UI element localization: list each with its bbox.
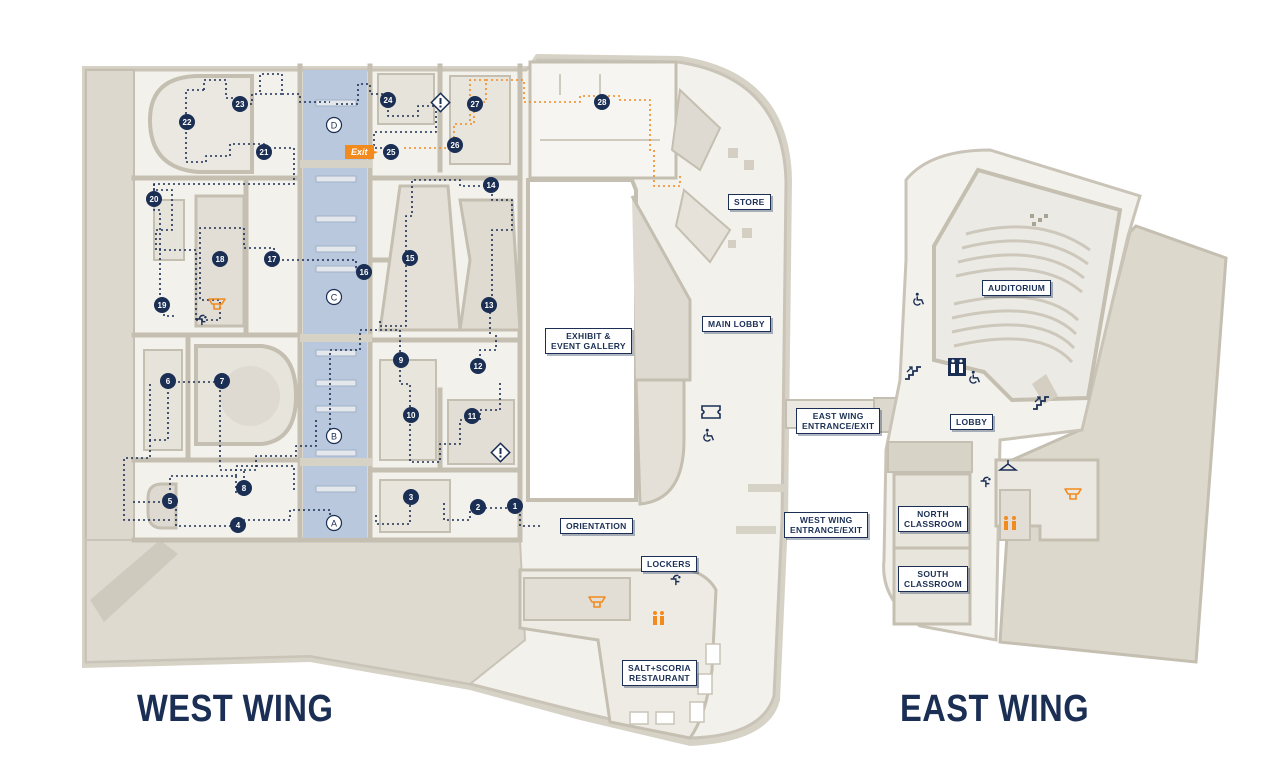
tour-stop[interactable]: 8 xyxy=(236,480,252,496)
svg-text:18: 18 xyxy=(216,255,225,264)
restaurant-label[interactable]: SALT+SCORIA RESTAURANT xyxy=(622,660,697,686)
auditorium-label[interactable]: AUDITORIUM xyxy=(982,280,1052,296)
svg-text:D: D xyxy=(331,121,338,131)
svg-text:8: 8 xyxy=(242,484,247,493)
east-wing-entrance-label[interactable]: EAST WING ENTRANCE/EXIT xyxy=(796,408,881,434)
tour-stop[interactable]: 21 xyxy=(256,144,272,160)
tour-stop[interactable]: 13 xyxy=(481,297,497,313)
tour-stop[interactable]: 4 xyxy=(230,517,246,533)
tour-stop[interactable]: 3 xyxy=(403,489,419,505)
svg-text:1: 1 xyxy=(513,502,518,511)
tour-stop[interactable]: 24 xyxy=(380,92,396,108)
svg-text:B: B xyxy=(331,432,337,442)
west-wing-entrance-label[interactable]: WEST WING ENTRANCE/EXIT xyxy=(784,512,869,538)
svg-text:C: C xyxy=(331,293,338,303)
family-restroom-icon xyxy=(653,516,1016,625)
tour-stop[interactable]: 6 xyxy=(160,373,176,389)
svg-text:22: 22 xyxy=(183,118,192,127)
tour-stop[interactable]: 2 xyxy=(470,499,486,515)
svg-text:27: 27 xyxy=(471,100,480,109)
west-wing-title: WEST WING xyxy=(137,688,334,730)
svg-text:28: 28 xyxy=(598,98,607,107)
svg-text:7: 7 xyxy=(220,377,225,386)
svg-text:9: 9 xyxy=(399,356,404,365)
tour-stop[interactable]: 14 xyxy=(483,177,499,193)
hazard-warning-icon xyxy=(490,442,511,463)
tour-stop[interactable]: 5 xyxy=(162,493,178,509)
exit-sign: Exit xyxy=(345,145,374,159)
tour-stop[interactable]: 18 xyxy=(212,251,228,267)
hazard-warning-icon xyxy=(430,92,451,113)
tour-stop[interactable]: 27 xyxy=(467,96,483,112)
svg-text:25: 25 xyxy=(387,148,396,157)
svg-text:11: 11 xyxy=(468,412,477,421)
orientation-label[interactable]: ORIENTATION xyxy=(560,518,633,534)
main-lobby-label[interactable]: MAIN LOBBY xyxy=(702,316,771,332)
south-classroom-label[interactable]: SOUTH CLASSROOM xyxy=(898,566,968,592)
tour-stop[interactable]: 28 xyxy=(594,94,610,110)
svg-text:6: 6 xyxy=(166,377,171,386)
svg-text:24: 24 xyxy=(384,96,393,105)
gallery-marker[interactable]: D xyxy=(325,116,343,134)
store-label[interactable]: STORE xyxy=(728,194,771,210)
tour-stop[interactable]: 12 xyxy=(470,358,486,374)
tour-stop[interactable]: 20 xyxy=(146,191,162,207)
restroom-icon xyxy=(948,358,966,376)
tour-stop[interactable]: 26 xyxy=(447,137,463,153)
gallery-marker[interactable]: A xyxy=(325,514,343,532)
svg-text:13: 13 xyxy=(485,301,494,310)
east-wing-title: EAST WING xyxy=(900,688,1090,730)
svg-text:16: 16 xyxy=(360,268,369,277)
svg-text:26: 26 xyxy=(451,141,460,150)
north-classroom-label[interactable]: NORTH CLASSROOM xyxy=(898,506,968,532)
svg-text:20: 20 xyxy=(150,195,159,204)
tour-stop[interactable]: 19 xyxy=(154,297,170,313)
lobby-label[interactable]: LOBBY xyxy=(950,414,994,430)
tour-stop[interactable]: 17 xyxy=(264,251,280,267)
gallery-marker[interactable]: C xyxy=(325,288,343,306)
tour-stop[interactable]: 22 xyxy=(179,114,195,130)
tour-stop[interactable]: 25 xyxy=(383,144,399,160)
tour-stop[interactable]: 15 xyxy=(402,250,418,266)
svg-text:19: 19 xyxy=(158,301,167,310)
tour-stop[interactable]: 7 xyxy=(214,373,230,389)
tour-stop[interactable]: 23 xyxy=(232,96,248,112)
svg-text:17: 17 xyxy=(268,255,277,264)
tour-stop[interactable]: 16 xyxy=(356,264,372,280)
exhibit-gallery-label[interactable]: EXHIBIT & EVENT GALLERY xyxy=(545,328,632,354)
tour-stop[interactable]: 9 xyxy=(393,352,409,368)
gallery-marker[interactable]: B xyxy=(325,427,343,445)
svg-text:3: 3 xyxy=(409,493,414,502)
tour-stops: 1 2 3 4 5 6 7 8 9 10 11 12 13 14 15 16 1… xyxy=(146,92,610,533)
svg-text:15: 15 xyxy=(406,254,415,263)
tour-route-primary xyxy=(123,73,540,527)
lockers-label[interactable]: LOCKERS xyxy=(641,556,697,572)
svg-text:23: 23 xyxy=(236,100,245,109)
svg-text:10: 10 xyxy=(407,411,416,420)
svg-text:14: 14 xyxy=(487,181,496,190)
svg-text:4: 4 xyxy=(236,521,241,530)
coat-check-icon xyxy=(997,460,1019,471)
ticket-icon xyxy=(701,405,721,419)
svg-text:21: 21 xyxy=(260,148,269,157)
svg-text:A: A xyxy=(331,519,337,529)
gallery-markers: A B C D xyxy=(325,116,343,532)
tour-stop[interactable]: 11 xyxy=(464,408,480,424)
tour-stop[interactable]: 1 xyxy=(507,498,523,514)
tour-stop[interactable]: 10 xyxy=(403,407,419,423)
west-wing-building xyxy=(82,54,792,746)
svg-text:2: 2 xyxy=(476,503,481,512)
amenity-icons xyxy=(195,92,1082,625)
svg-text:12: 12 xyxy=(474,362,483,371)
svg-text:5: 5 xyxy=(168,497,173,506)
